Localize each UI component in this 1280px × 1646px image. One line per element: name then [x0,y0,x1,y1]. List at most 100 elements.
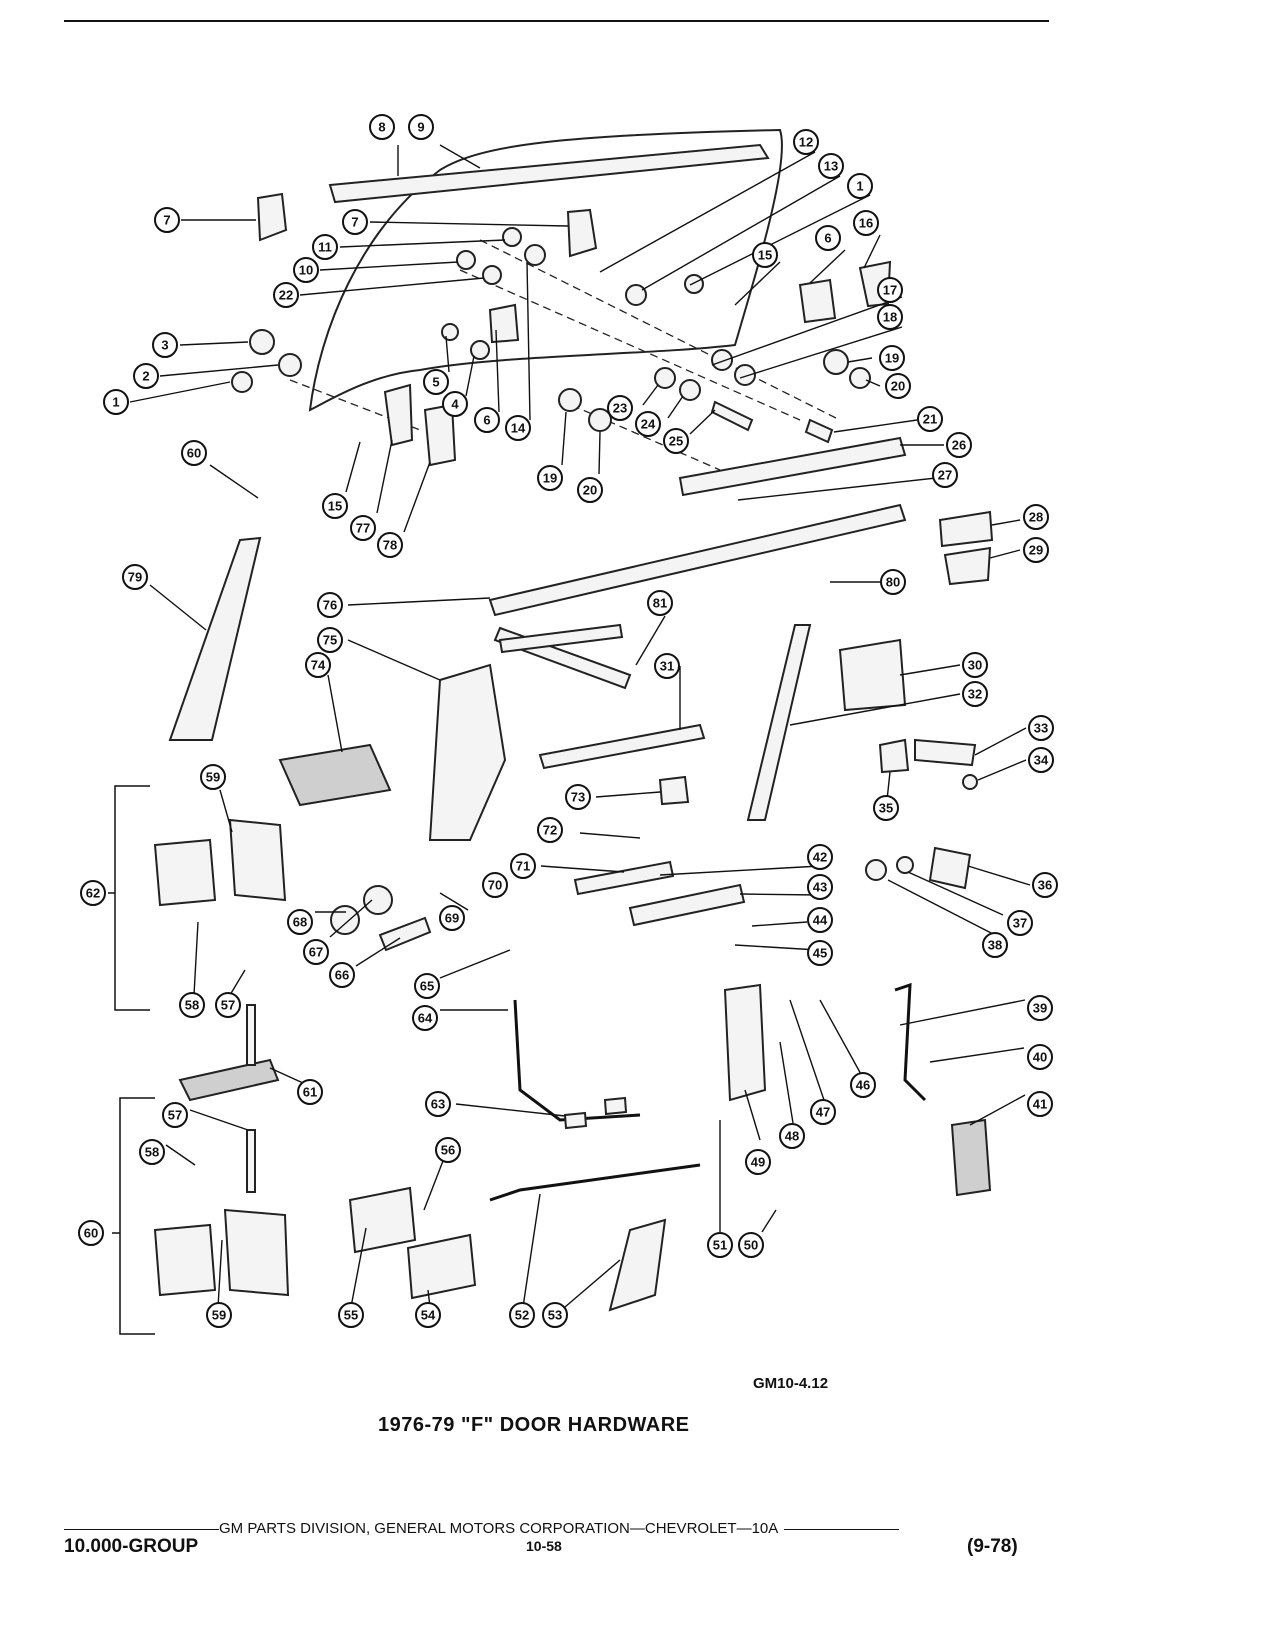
callout-20: 20 [577,477,603,503]
bracket-28 [938,510,994,548]
callout-label: 1 [856,179,863,194]
escutcheon-54 [406,1233,477,1300]
callout-19: 19 [537,465,563,491]
hinge-62-body-side [228,818,287,902]
callout-51: 51 [707,1232,733,1258]
callout-33: 33 [1028,715,1054,741]
washer-37 [896,856,914,874]
hinge-62-door-side [153,838,217,907]
callout-10: 10 [293,257,319,283]
callout-label: 17 [883,283,897,298]
window-glass [308,128,783,412]
callout-label: 43 [813,880,827,895]
bracket-group-60 [112,1097,155,1335]
callout-18: 18 [877,304,903,330]
callout-20: 20 [885,373,911,399]
callout-label: 4 [451,397,459,412]
callout-label: 6 [824,231,831,246]
callout-47: 47 [810,1099,836,1125]
callout-label: 14 [511,421,526,436]
callout-68: 68 [287,909,313,935]
callout-label: 42 [813,850,827,865]
callout-label: 79 [128,570,142,585]
callout-37: 37 [1007,910,1033,936]
callout-label: 59 [212,1308,226,1323]
callout-label: 38 [988,938,1002,953]
callout-label: 7 [163,213,170,228]
callout-17: 17 [877,277,903,303]
callout-77: 77 [350,515,376,541]
callout-label: 53 [548,1308,562,1323]
callout-label: 58 [185,998,199,1013]
bracket-7-left [256,192,288,242]
callout-66: 66 [329,962,355,988]
callout-label: 34 [1034,753,1049,768]
callout-15: 15 [752,242,778,268]
stud-21 [804,418,834,444]
callout-label: 24 [641,417,656,432]
callout-35: 35 [873,795,899,821]
clip-63b [603,1096,628,1116]
striker-38 [865,859,887,881]
callout-44: 44 [807,907,833,933]
callout-73: 73 [565,784,591,810]
callout-label: 44 [813,913,828,928]
callout-14: 14 [505,415,531,441]
callout-label: 60 [187,446,201,461]
callout-27: 27 [932,462,958,488]
callout-label: 36 [1038,878,1052,893]
callout-56: 56 [435,1137,461,1163]
callout-label: 3 [161,338,168,353]
footer-group: 10.000-GROUP [64,1536,199,1557]
callout-43: 43 [807,874,833,900]
callout-label: 27 [938,468,952,483]
footer-rule-right [784,1528,900,1530]
callout-label: 20 [583,483,597,498]
callout-29: 29 [1023,537,1049,563]
hinge-60-body-side [223,1208,290,1297]
bearing-67 [363,885,393,915]
callout-label: 19 [885,351,899,366]
callout-label: 46 [856,1078,870,1093]
callout-label: 6 [483,413,490,428]
callout-28: 28 [1023,504,1049,530]
callout-76: 76 [317,592,343,618]
callout-label: 15 [758,248,772,263]
callout-6: 6 [474,407,500,433]
callout-78: 78 [377,532,403,558]
callout-15: 15 [322,493,348,519]
callout-label: 41 [1033,1097,1047,1112]
callout-67: 67 [303,939,329,965]
callout-72: 72 [537,817,563,843]
footer-division: GM PARTS DIVISION, GENERAL MOTORS CORPOR… [219,1520,779,1537]
callout-label: 60 [84,1226,98,1241]
hinge-60-door-side [153,1223,217,1297]
callout-label: 1 [112,395,119,410]
callout-79: 79 [122,564,148,590]
callout-label: 52 [515,1308,529,1323]
footer-rule-left [64,1528,219,1530]
callout-label: 28 [1029,510,1043,525]
top-rule [64,20,1049,22]
callout-label: 11 [318,240,332,255]
callout-65: 65 [414,973,440,999]
callout-23: 23 [607,395,633,421]
callout-label: 72 [543,823,557,838]
callout-75: 75 [317,627,343,653]
callout-label: 61 [303,1085,317,1100]
plate-77 [383,383,414,447]
callout-label: 32 [968,687,982,702]
callout-label: 55 [344,1308,358,1323]
callout-label: 23 [613,401,627,416]
callout-59: 59 [206,1302,232,1328]
callout-label: 33 [1034,721,1048,736]
callout-12: 12 [793,129,819,155]
rod-39 [894,982,927,1102]
actuator-41 [950,1118,992,1197]
callout-label: 21 [923,412,937,427]
callout-label: 22 [279,288,293,303]
motor-74 [278,743,392,807]
callout-61: 61 [297,1079,323,1105]
callout-label: 73 [571,790,585,805]
callout-63: 63 [425,1091,451,1117]
